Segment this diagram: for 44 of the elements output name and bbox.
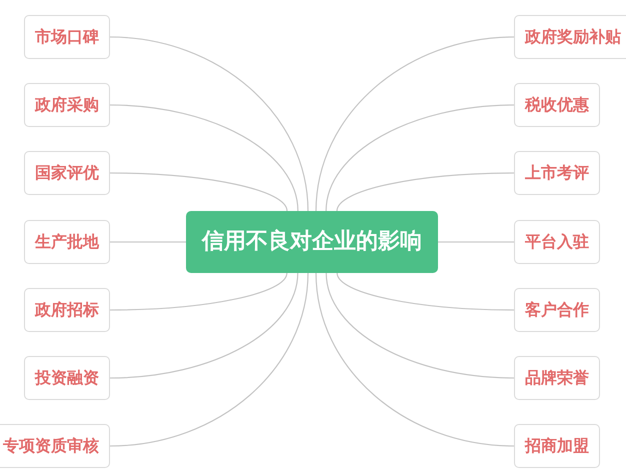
impact-box <box>24 356 110 400</box>
impact-box <box>514 15 626 59</box>
impact-text: 招商加盟 <box>525 436 589 456</box>
impact-text: 客户合作 <box>525 300 589 320</box>
impact-box <box>514 424 600 468</box>
impact-box <box>24 151 110 195</box>
connector-line <box>336 172 514 212</box>
topic-text: 信用不良对企业的影响 <box>202 228 422 256</box>
impact-text: 国家评优 <box>35 163 99 183</box>
impact-box <box>24 220 110 264</box>
impact-box <box>514 151 600 195</box>
impact-text: 税收优惠 <box>525 95 589 115</box>
impact-box <box>24 15 110 59</box>
impact-text: 专项资质审核 <box>3 436 99 456</box>
impact-text: 市场口碑 <box>35 27 99 47</box>
impact-text: 政府采购 <box>35 95 99 115</box>
connector-line <box>438 241 514 243</box>
connector-line <box>336 272 514 311</box>
connector-line <box>110 241 186 243</box>
connector-line <box>110 104 298 212</box>
impact-text: 投资融资 <box>35 368 99 388</box>
connector-line <box>315 272 514 447</box>
impact-text: 平台入驻 <box>525 232 589 252</box>
impact-box <box>514 356 600 400</box>
connector-line <box>110 172 288 212</box>
connector-line <box>326 104 514 212</box>
impact-text: 政府招标 <box>35 300 99 320</box>
connector-line <box>110 272 288 311</box>
impact-text: 上市考评 <box>525 163 589 183</box>
impact-text: 生产批地 <box>35 232 99 252</box>
topic-box <box>186 211 438 273</box>
connector-line <box>110 272 309 447</box>
impact-box <box>24 83 110 127</box>
impact-text: 政府奖励补贴 <box>525 27 621 47</box>
connector-line <box>110 36 309 212</box>
connector-line <box>110 272 298 379</box>
impact-box <box>514 288 600 332</box>
impact-box <box>0 424 110 468</box>
impact-box <box>24 288 110 332</box>
impact-box <box>514 83 600 127</box>
connector-line <box>326 272 514 379</box>
impact-box <box>514 220 600 264</box>
connector-line <box>315 36 514 212</box>
impact-text: 品牌荣誉 <box>525 368 589 388</box>
